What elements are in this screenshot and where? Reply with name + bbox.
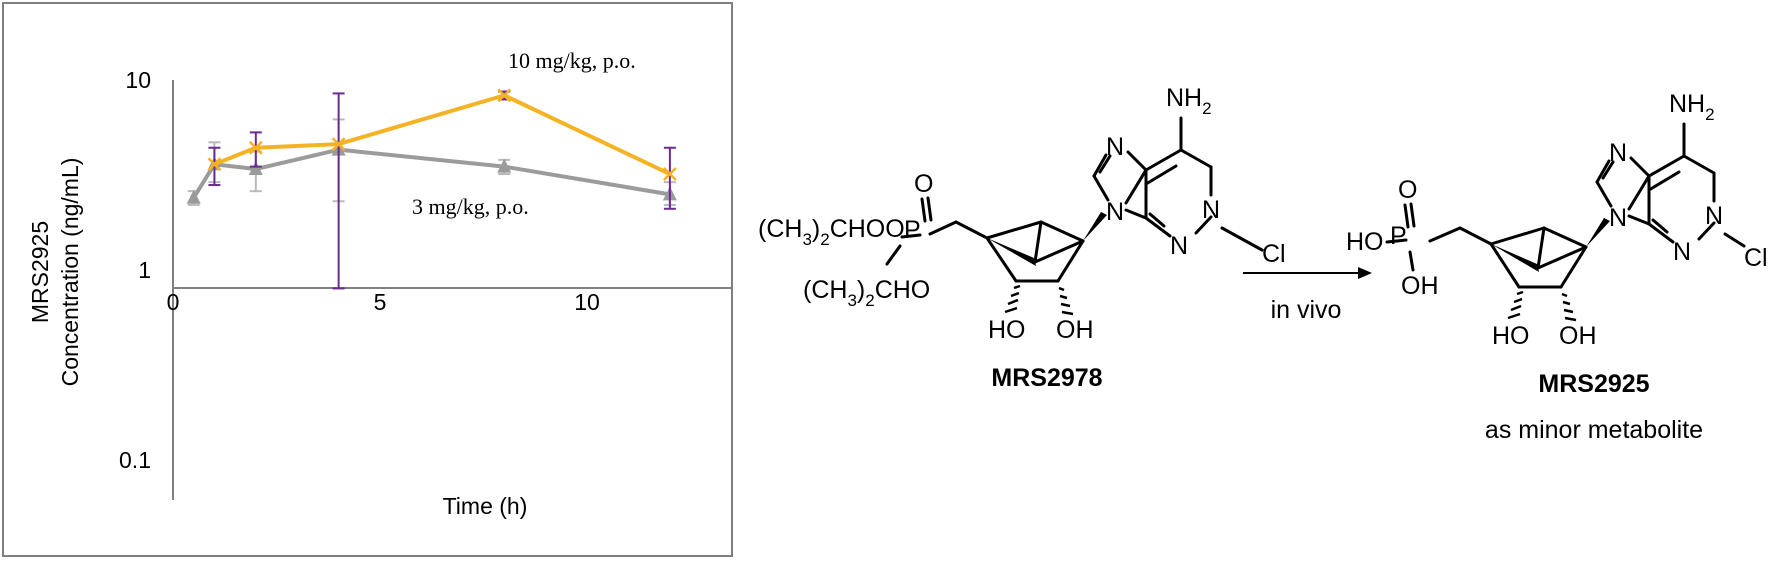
y-tick-label: 1 xyxy=(138,257,151,283)
reactant-name: MRS2978 xyxy=(991,364,1102,392)
chart-panel: 0.1 1 10 0 5 10 MRS2925 Concentration (ng/mL… xyxy=(2,2,733,557)
reactant-atom-O-double: O xyxy=(914,170,933,198)
reactant-N3: N xyxy=(1170,232,1188,260)
product-atom-P: P xyxy=(1390,222,1407,250)
reactant-HO: HO xyxy=(988,316,1026,344)
product-NH2: NH2 xyxy=(1669,90,1715,124)
data-point xyxy=(497,88,512,103)
x-tick-label: 10 xyxy=(574,289,600,315)
series-1 xyxy=(186,118,677,206)
reactant-OH: OH xyxy=(1056,316,1094,344)
product-name: MRS2925 xyxy=(1538,370,1649,398)
product-HO-phosphonate: HO xyxy=(1346,228,1384,256)
reactant-isopropoxy-1: (CH3)2CHOO xyxy=(758,215,905,249)
data-point xyxy=(331,137,346,151)
product-N7: N xyxy=(1609,139,1627,167)
product-OH-phosphonate: OH xyxy=(1401,272,1439,300)
reactant-N9: N xyxy=(1106,198,1124,226)
series-0 xyxy=(207,88,677,290)
chart-border xyxy=(2,2,733,557)
series-label-3mg: 3 mg/kg, p.o. xyxy=(412,194,529,219)
y-axis-label-line-2: Concentration (ng/mL) xyxy=(57,158,83,387)
product-note: as minor metabolite xyxy=(1485,416,1703,444)
reactant-Cl: Cl xyxy=(1262,240,1286,268)
product-OH: OH xyxy=(1559,322,1597,350)
reactant-N7: N xyxy=(1106,133,1124,161)
series-label-10mg: 10 mg/kg, p.o. xyxy=(508,48,636,73)
data-point xyxy=(248,161,263,176)
plot-area xyxy=(186,88,677,290)
x-axis-label: Time (h) xyxy=(443,493,528,519)
x-tick-labels: 0 5 10 xyxy=(167,289,600,315)
reactant-NH2: NH2 xyxy=(1166,84,1212,118)
product-HO: HO xyxy=(1492,322,1530,350)
product-structure: P O HO OH HO OH N N N N NH2 Cl MRS2925 a… xyxy=(1346,90,1768,444)
reactant-atom-P: P xyxy=(904,216,921,244)
reactant-structure: P O (CH3)2CHOO (CH3)2CHO HO OH N N N N N… xyxy=(758,84,1286,392)
y-axis-label-line-1: MRS2925 xyxy=(27,221,53,323)
x-tick-label: 5 xyxy=(374,289,387,315)
product-N9: N xyxy=(1609,204,1627,232)
arrow-label: in vivo xyxy=(1271,296,1342,324)
data-point xyxy=(663,167,677,181)
product-N1: N xyxy=(1705,202,1723,230)
data-point xyxy=(207,157,222,172)
y-tick-label: 10 xyxy=(125,67,151,93)
reaction-arrow: in vivo xyxy=(1243,267,1372,324)
data-point xyxy=(248,140,263,155)
y-tick-labels: 0.1 1 10 xyxy=(119,67,151,473)
x-tick-label: 0 xyxy=(167,289,180,315)
reactant-isopropoxy-2: (CH3)2CHO xyxy=(803,276,930,310)
y-tick-label: 0.1 xyxy=(119,447,151,473)
data-point xyxy=(497,158,512,173)
product-N3: N xyxy=(1673,238,1691,266)
product-Cl: Cl xyxy=(1744,244,1768,272)
reactant-N1: N xyxy=(1202,196,1220,224)
data-point xyxy=(186,189,201,204)
product-atom-O-double: O xyxy=(1398,176,1417,204)
